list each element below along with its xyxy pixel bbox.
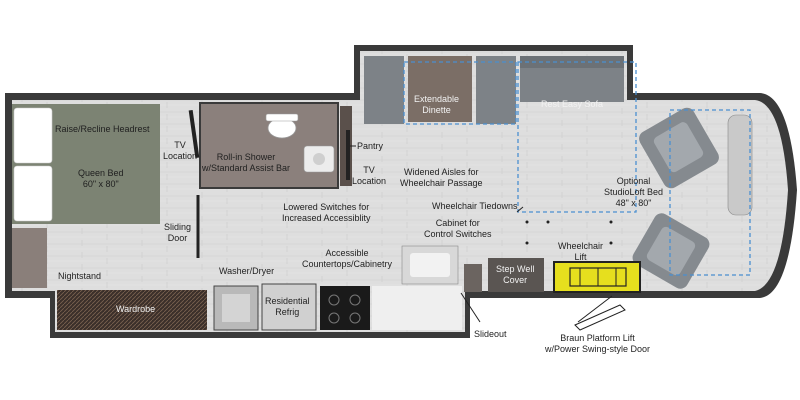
cooktop <box>320 286 370 330</box>
slideout-label: Slideout <box>474 329 507 339</box>
lowered-switches-label: Lowered Switches for Increased Accessibl… <box>282 202 371 223</box>
wardrobe-label: Wardrobe <box>116 304 156 314</box>
optional-studioloft-label: Optional StudioLoft Bed 48" x 80" <box>604 176 664 208</box>
countertop <box>372 286 462 330</box>
rest-easy-sofa-label: Rest Easy Sofa <box>541 99 604 109</box>
cabinet-control-switches-label: Cabinet for Control Switches <box>424 218 492 239</box>
wheelchair-tiedowns-label: Wheelchair Tiedowns <box>432 201 518 211</box>
tiedown-points <box>525 220 613 245</box>
braun-platform-lift-label: Braun Platform Lift w/Power Swing-style … <box>545 333 651 354</box>
sliding-door-label: Sliding Door <box>164 222 192 243</box>
queen-bed <box>12 104 160 224</box>
accessible-countertops-label: Accessible Countertops/Cabinetry <box>302 248 393 269</box>
refrigerator <box>261 283 317 331</box>
pantry-label: Pantry <box>357 141 384 151</box>
step-well-cover-label: Step Well Cover <box>496 264 535 285</box>
tv-1 <box>188 109 200 159</box>
queen-bed-label: Queen Bed 60" x 80" <box>78 168 124 189</box>
leader-lines <box>350 145 613 323</box>
widened-aisles-label: Widened Aisles for Wheelchair Passage <box>400 167 483 188</box>
dinette <box>364 56 516 124</box>
front-seats <box>632 107 753 289</box>
tv-2 <box>346 130 350 180</box>
control-cabinet <box>464 264 482 292</box>
studioloft-outline <box>403 61 751 276</box>
nightstand-label: Nightstand <box>58 271 102 281</box>
residential-refrig-label: Residential Refrig <box>265 296 310 317</box>
raise-recline-headrest-label: Raise/Recline Headrest <box>55 124 150 134</box>
tv-location-label-2: TV Location <box>352 165 387 186</box>
tv-location-label-1: TV Location <box>163 140 198 161</box>
washer-dryer <box>213 285 259 331</box>
sofa <box>520 56 624 102</box>
nightstand <box>12 228 47 288</box>
washer-dryer-label: Washer/Dryer <box>219 266 275 276</box>
roll-in-shower-label: Roll-in Shower w/Standard Assist Bar <box>202 152 291 173</box>
kitchen <box>57 245 462 331</box>
extendable-dinette-label: Extendable Dinette <box>414 94 460 115</box>
wheelchair-lift-label: Wheelchair Lift <box>558 241 604 262</box>
wardrobe <box>57 290 207 330</box>
bathroom <box>199 102 339 189</box>
door-swing-indicator <box>574 304 626 331</box>
wheelchair-lift <box>553 261 641 293</box>
step-well-cover <box>488 258 544 292</box>
